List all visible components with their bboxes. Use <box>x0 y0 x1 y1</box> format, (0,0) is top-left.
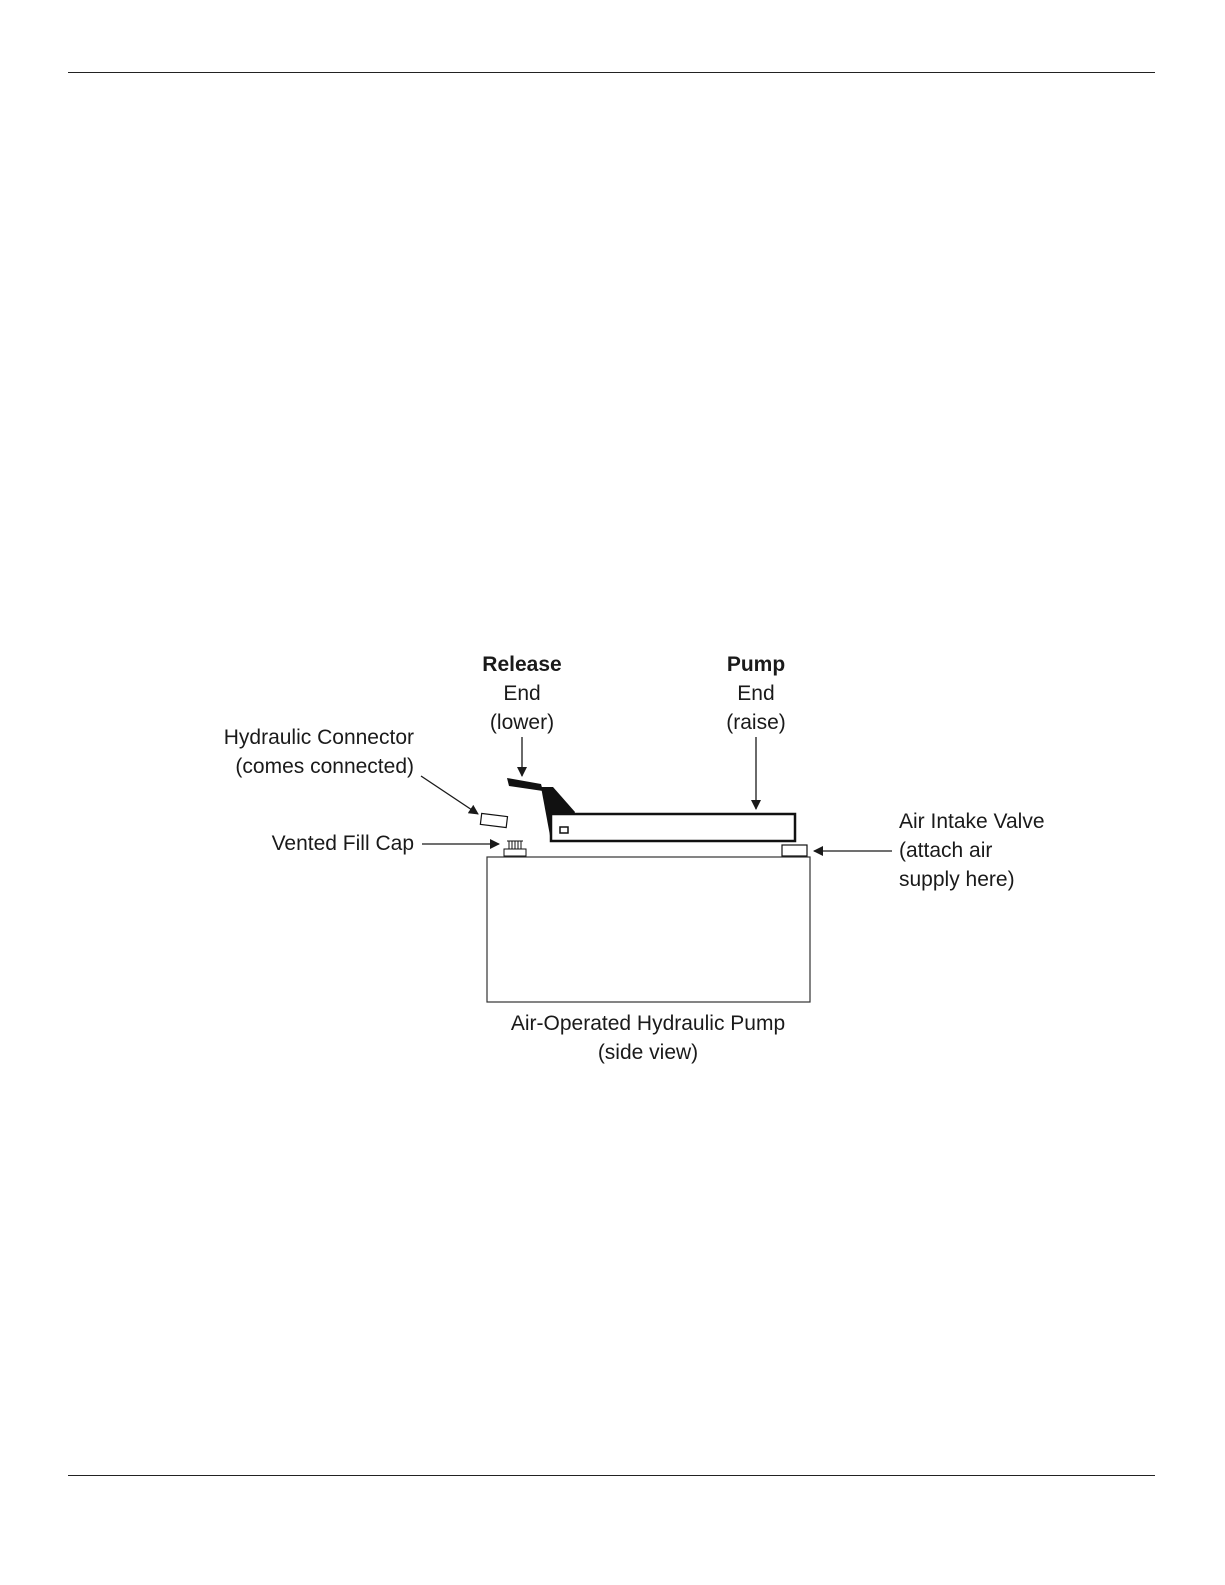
handle-indicator <box>560 827 568 833</box>
diagram-caption: Air-Operated Hydraulic Pump (side view) <box>511 1009 785 1067</box>
release-line1: End <box>482 679 561 708</box>
hydraulic-connector-label: Hydraulic Connector (comes connected) <box>224 723 414 781</box>
air-intake-line1: Air Intake Valve <box>899 807 1045 836</box>
pump-line2: (raise) <box>726 708 786 737</box>
vented-fill-cap-label: Vented Fill Cap <box>272 829 414 858</box>
pump-handle-bar <box>551 814 795 841</box>
release-line2: (lower) <box>482 708 561 737</box>
pump-label: Pump End (raise) <box>726 650 786 737</box>
vented-fill-cap <box>504 841 526 856</box>
hydraulic-connector-line1: Hydraulic Connector <box>224 723 414 752</box>
hydraulic-connector <box>480 813 507 827</box>
hydraulic-connector-arrow <box>421 776 478 814</box>
hydraulic-connector-line2: (comes connected) <box>224 752 414 781</box>
caption-line1: Air-Operated Hydraulic Pump <box>511 1009 785 1038</box>
air-intake-valve-label: Air Intake Valve (attach air supply here… <box>899 807 1045 894</box>
pump-line1: End <box>726 679 786 708</box>
pump-title: Pump <box>726 650 786 679</box>
pump-body <box>487 857 810 1002</box>
air-intake-line3: supply here) <box>899 865 1045 894</box>
air-intake-line2: (attach air <box>899 836 1045 865</box>
vented-fill-cap-text: Vented Fill Cap <box>272 829 414 858</box>
release-label: Release End (lower) <box>482 650 561 737</box>
release-title: Release <box>482 650 561 679</box>
air-intake-valve <box>782 845 807 856</box>
caption-line2: (side view) <box>511 1038 785 1067</box>
